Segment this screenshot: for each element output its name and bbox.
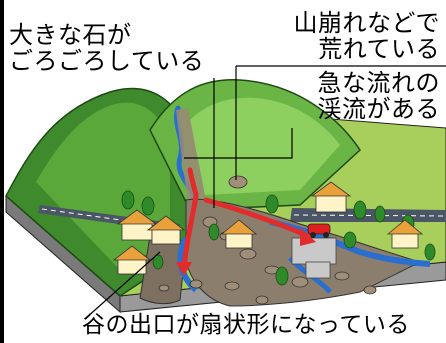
leader-fan: [85, 251, 161, 319]
flow-arrow-down: [181, 193, 199, 271]
road-front-line: [293, 214, 446, 217]
house-1: [116, 209, 158, 241]
flow-arrowhead-down: [176, 262, 192, 276]
red-car-icon: [307, 223, 331, 238]
gravel-field-2: [305, 261, 331, 279]
flow-arrow-right: [203, 197, 311, 239]
leader-rapids: [184, 128, 293, 159]
flow-arrowhead-right: [300, 228, 316, 246]
label-rapids: 急な流れの 渓流がある: [317, 69, 440, 123]
boulder-group: [158, 175, 377, 305]
house-5: [310, 181, 352, 213]
label-big-rocks: 大きな石が ごろごろしている: [9, 21, 205, 75]
road-back-line: [41, 208, 179, 229]
landslide-scar: [176, 108, 206, 202]
house-2: [146, 215, 186, 245]
house-6: [386, 219, 424, 249]
house-4: [220, 219, 258, 249]
label-landslide: 山崩れなどで 荒れている: [293, 9, 440, 63]
debris-flow-arrows: [181, 167, 311, 271]
leader-landslide: [235, 65, 446, 180]
flow-arrow-mid: [187, 167, 199, 197]
label-alluvial-fan: 谷の出口が扇状形になっている: [82, 312, 410, 338]
mountain-right-highlight: [190, 97, 340, 195]
